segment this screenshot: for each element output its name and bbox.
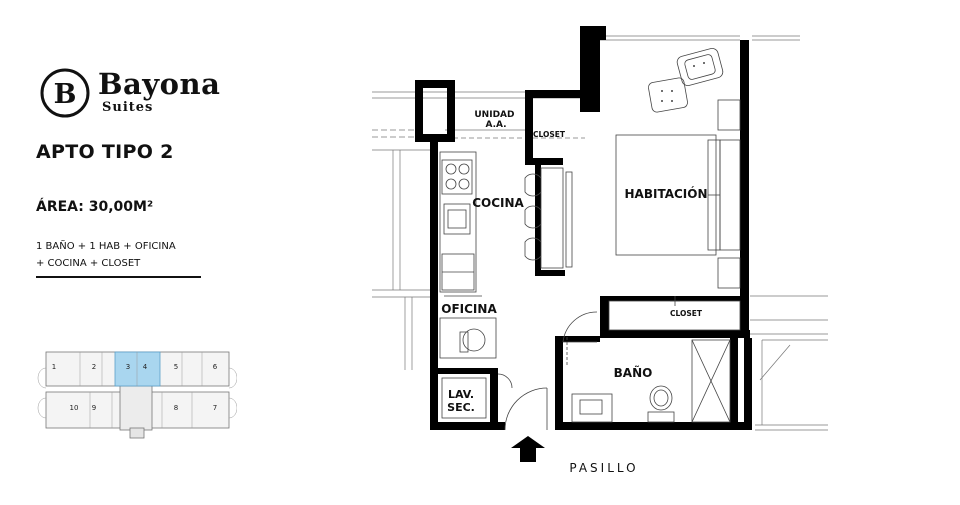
key-unit-1: 1 — [52, 363, 56, 371]
brand-logo: B Bayona Suites — [36, 66, 256, 122]
key-unit-2: 2 — [92, 363, 96, 371]
key-unit-6: 6 — [213, 363, 218, 371]
key-unit-9: 9 — [92, 404, 96, 412]
key-unit-7: 7 — [213, 404, 217, 412]
brand-subtitle: Suites — [102, 100, 154, 115]
armchair-icon — [676, 48, 724, 86]
label-unidad-aa: UNIDAD A.A. — [474, 110, 517, 130]
area-value: 30,00M² — [88, 199, 154, 215]
doors — [497, 336, 568, 431]
label-closet-2: CLOSET — [670, 309, 703, 318]
divider — [36, 276, 201, 278]
key-unit-10: 10 — [70, 404, 79, 412]
key-plan: 1 2 3 4 5 6 10 9 8 7 — [37, 351, 237, 439]
monogram-icon: B — [40, 68, 90, 118]
area-label: ÁREA: — [36, 199, 84, 215]
highlighted-unit — [114, 351, 161, 387]
desk-chair-icon — [459, 328, 486, 353]
key-unit-3: 3 — [126, 363, 130, 371]
area-line: ÁREA: 30,00M² — [36, 199, 153, 215]
label-unidad-aa-text: UNIDAD — [474, 110, 514, 120]
toilet-icon — [647, 385, 675, 423]
office-furniture — [439, 295, 497, 419]
sink-icon — [443, 203, 471, 235]
label-habitacion: HABITACIÓN — [625, 186, 708, 201]
bedroom-furniture — [608, 48, 741, 331]
description-line-2: + COCINA + CLOSET — [36, 258, 141, 269]
key-unit-5: 5 — [174, 363, 178, 371]
floor-plan: UNIDAD A.A. CLOSET COCINA HABITACIÓN OFI… — [372, 26, 828, 475]
info-panel: B Bayona Suites APTO TIPO 2 ÁREA: 30,00M… — [0, 0, 330, 505]
label-lav-sec: LAV.SEC. — [447, 388, 475, 414]
label-bano: BAÑO — [614, 365, 653, 380]
walls — [415, 26, 752, 430]
unit-type-title: APTO TIPO 2 — [36, 141, 174, 163]
bath-sink-icon — [571, 393, 613, 423]
label-closet-1: CLOSET — [533, 130, 566, 139]
key-unit-8: 8 — [174, 404, 178, 412]
brand-name: Bayona — [98, 67, 221, 101]
monogram-letter: B — [54, 79, 77, 110]
description-line-1: 1 BAÑO + 1 HAB + OFICINA — [36, 241, 176, 252]
entry-arrow-icon — [511, 436, 545, 462]
label-pasillo: PASILLO — [569, 461, 638, 475]
context-lines — [372, 35, 828, 431]
bathroom-fixtures — [562, 311, 731, 423]
label-oficina: OFICINA — [441, 302, 497, 316]
kitchen-fixtures — [439, 151, 573, 293]
stove-icon — [441, 159, 473, 195]
key-unit-4: 4 — [143, 363, 148, 371]
label-cocina: COCINA — [472, 196, 524, 210]
unit-description: 1 BAÑO + 1 HAB + OFICINA + COCINA + CLOS… — [36, 238, 176, 272]
